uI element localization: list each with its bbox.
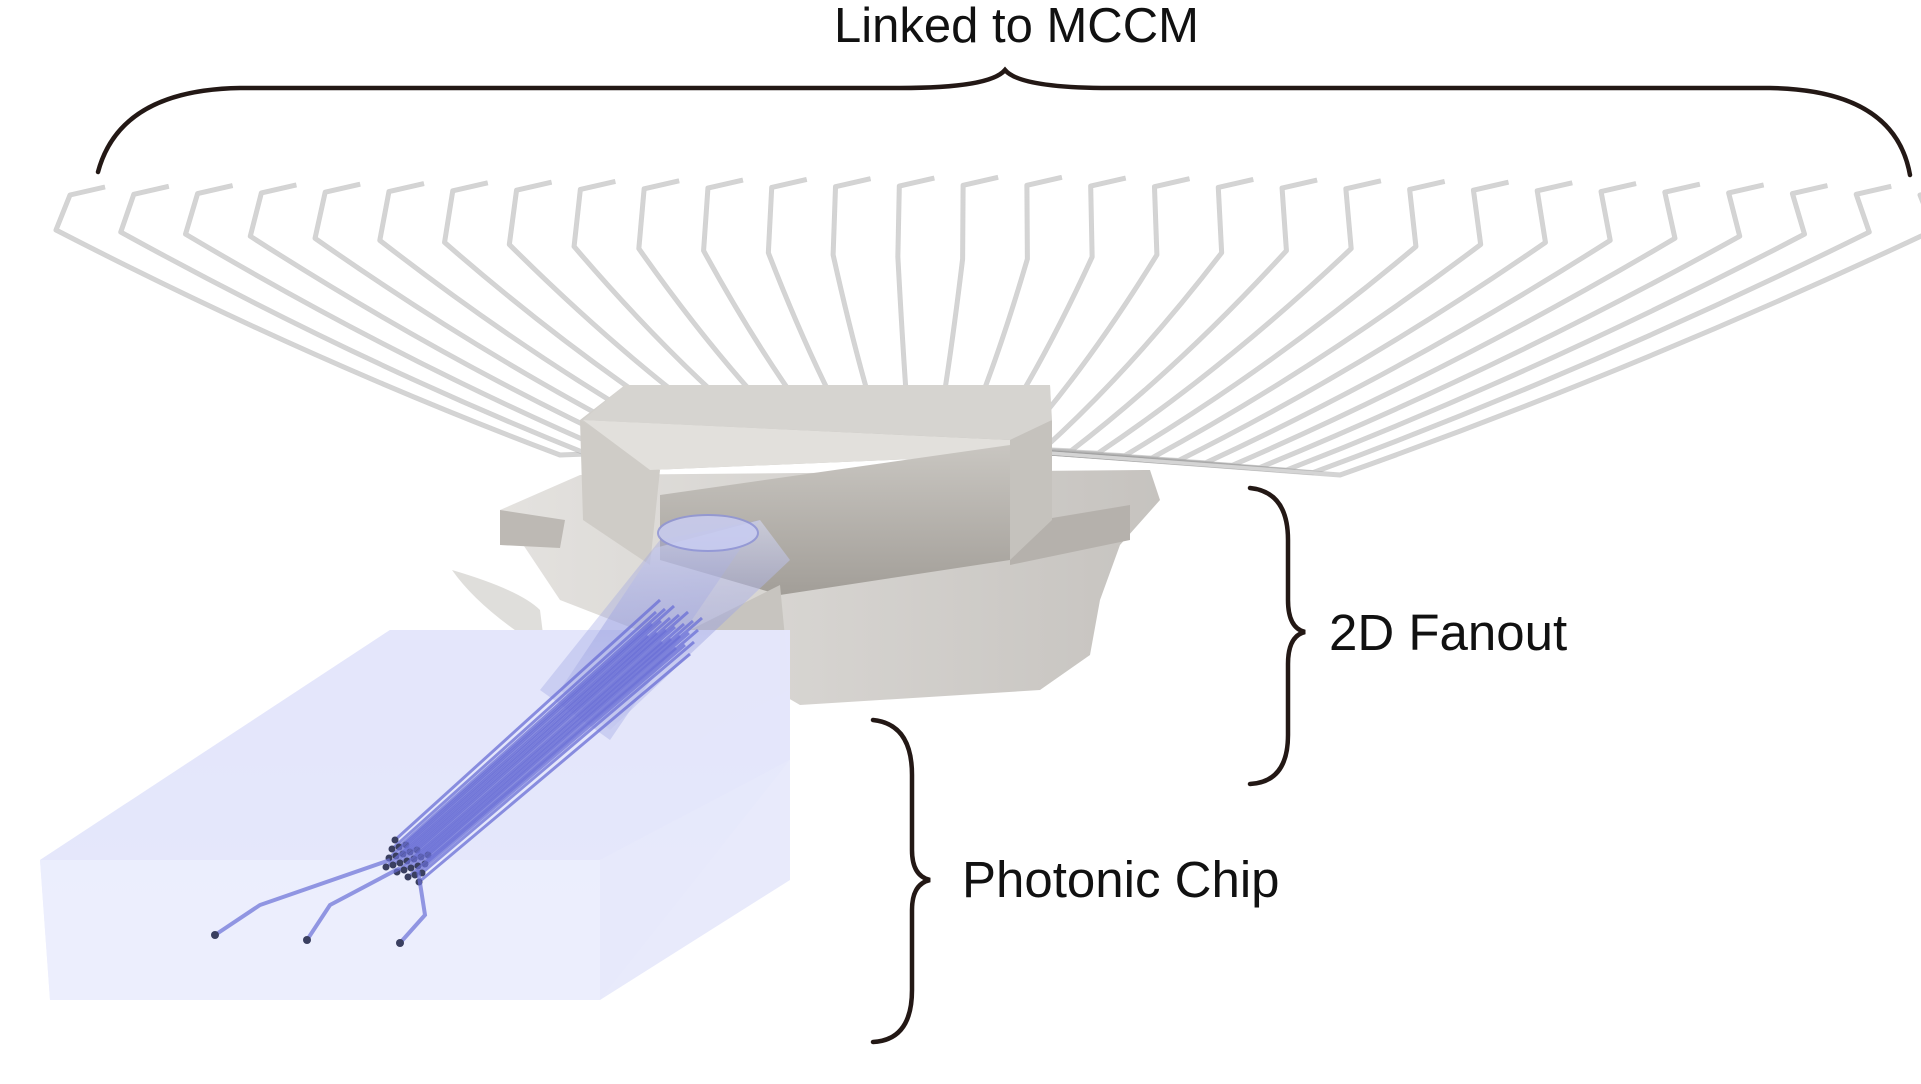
fiber-shadow bbox=[965, 181, 1701, 468]
fiber-core bbox=[390, 610, 658, 851]
fiber-core bbox=[417, 631, 690, 868]
waveguide bbox=[398, 869, 428, 945]
fiber-line bbox=[954, 181, 1637, 465]
fiber-core bbox=[418, 652, 691, 884]
fiber-line bbox=[1009, 192, 1921, 477]
fiber-line bbox=[987, 183, 1828, 472]
fiber-line bbox=[943, 181, 1573, 463]
label-photonic-chip: Photonic Chip bbox=[962, 851, 1280, 908]
fiber-core bbox=[403, 637, 672, 872]
fiber-core-tip bbox=[389, 861, 397, 869]
fiber-core bbox=[406, 625, 676, 863]
fiber-line bbox=[910, 179, 1382, 456]
fanout-housing bbox=[580, 385, 1052, 595]
fiber-core-tip bbox=[407, 864, 415, 872]
waveguide-tip bbox=[396, 939, 404, 947]
fiber-shadow bbox=[987, 183, 1828, 473]
fiber-core-tip bbox=[388, 845, 396, 853]
waveguide-tip bbox=[211, 931, 219, 939]
fiber-line bbox=[965, 182, 1701, 468]
waveguide bbox=[213, 858, 391, 937]
fiber-core bbox=[385, 634, 649, 869]
photonic-chip bbox=[40, 630, 790, 1000]
fiber-cores bbox=[211, 598, 703, 947]
fiber-core-tip bbox=[404, 873, 412, 881]
fiber-core-tip bbox=[396, 859, 404, 867]
fiber-core bbox=[407, 646, 677, 879]
bracket-chip bbox=[870, 717, 931, 1045]
label-2d-fanout: 2D Fanout bbox=[1329, 604, 1568, 661]
fiber-line bbox=[183, 183, 713, 455]
waveguide-tip bbox=[303, 936, 311, 944]
bracket-linked bbox=[95, 66, 1913, 178]
fiber-core bbox=[392, 631, 658, 867]
fiber-core bbox=[397, 607, 667, 849]
fiber-core bbox=[393, 598, 662, 842]
fiber-line bbox=[921, 179, 1446, 458]
fiber-shadow bbox=[1009, 192, 1921, 478]
fiber-core-tip bbox=[400, 866, 408, 874]
fiber-line bbox=[899, 178, 1318, 453]
fiber-line bbox=[54, 185, 691, 457]
fiber-line bbox=[976, 183, 1765, 470]
fiber-core bbox=[399, 628, 667, 865]
fiber-core-tip bbox=[382, 863, 390, 871]
label-linked-to-mccm: Linked to MCCM bbox=[834, 0, 1199, 53]
fiber-core bbox=[421, 640, 695, 875]
fiber-line bbox=[932, 180, 1509, 460]
fiber-line bbox=[888, 177, 1254, 451]
waveguide bbox=[305, 866, 401, 942]
fiber-line bbox=[119, 184, 702, 456]
fiber-core bbox=[388, 622, 653, 860]
fiber-core bbox=[414, 643, 686, 877]
bracket-fanout bbox=[1247, 485, 1306, 787]
fiber-core bbox=[395, 619, 662, 858]
fiber-core-tip bbox=[391, 836, 399, 844]
fiber-core bbox=[410, 634, 681, 870]
fiber-line bbox=[998, 184, 1892, 475]
fiber-core bbox=[396, 640, 663, 874]
